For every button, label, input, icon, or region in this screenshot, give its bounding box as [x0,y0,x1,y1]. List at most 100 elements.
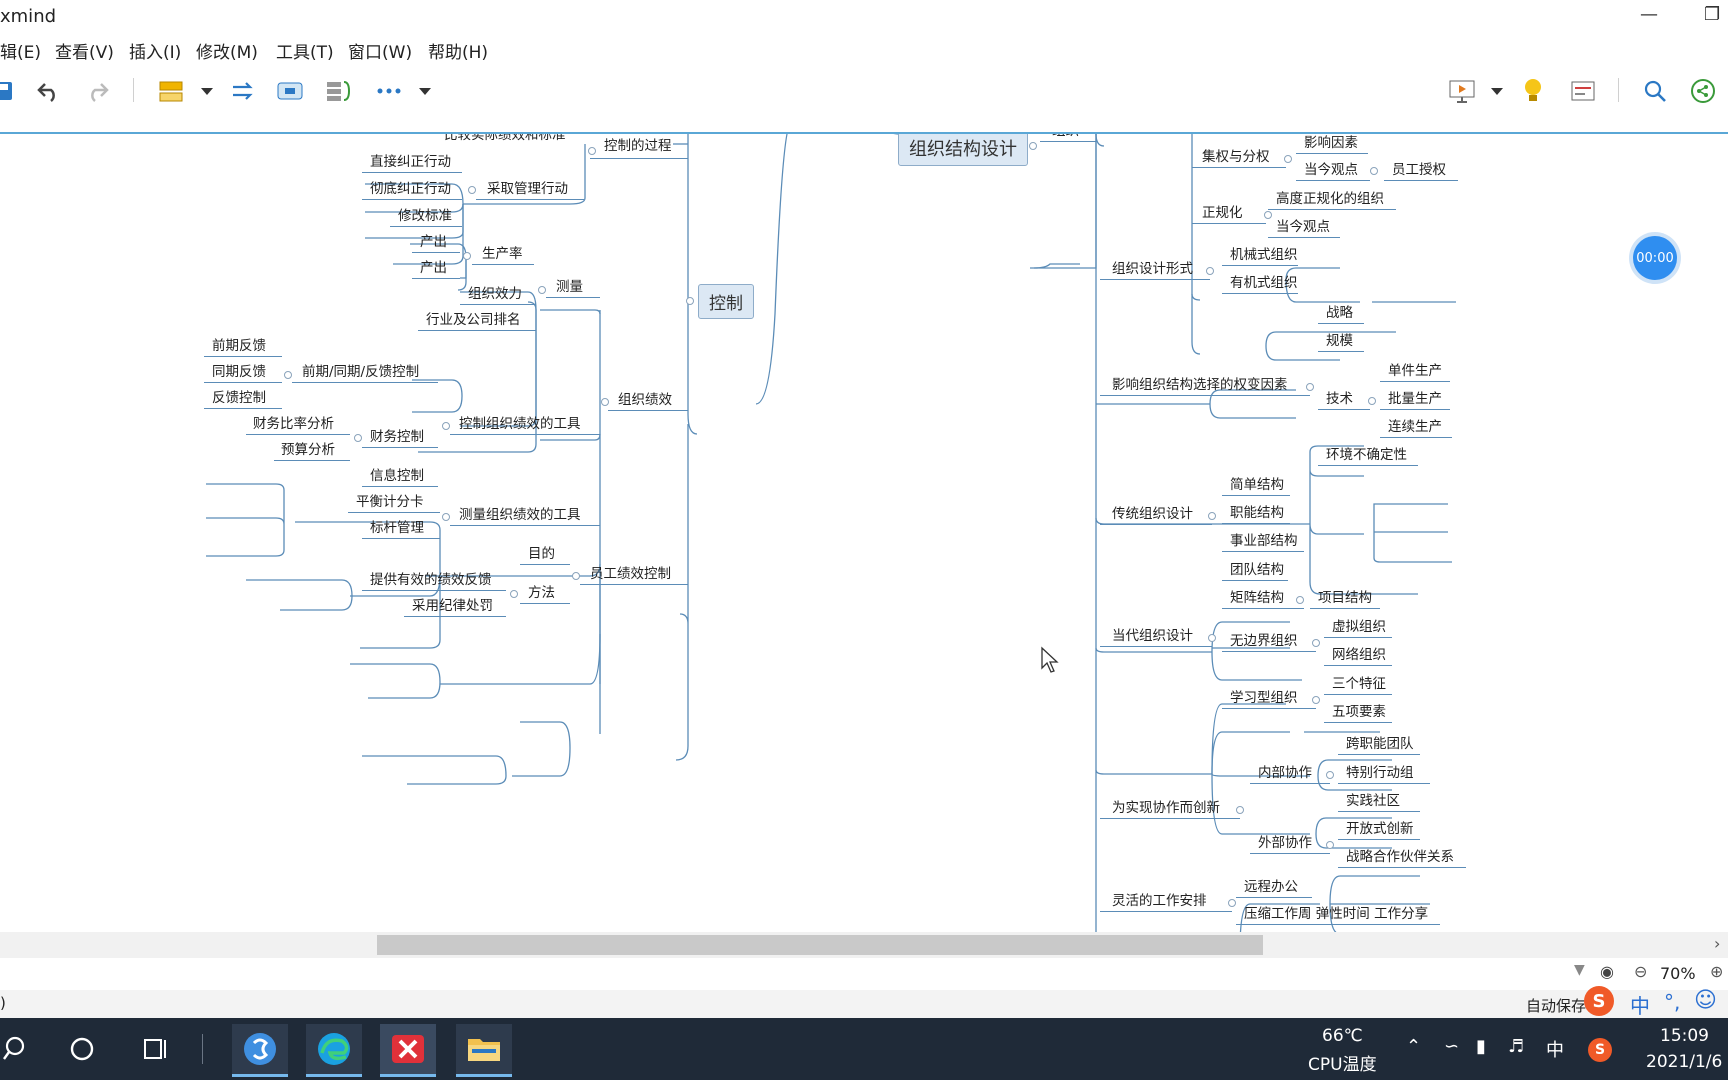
topic-control-process[interactable]: 控制的过程 [604,138,672,154]
topic-three-features[interactable]: 三个特征 [1332,676,1386,692]
topic-output-2[interactable]: 产出 [420,260,447,276]
tray-sogou-icon[interactable]: S [1588,1038,1612,1062]
topic-balanced-scorecard[interactable]: 平衡计分卡 [356,494,424,510]
filter-icon[interactable]: ▼ [1574,962,1585,978]
collapse-dot[interactable] [1306,383,1314,391]
collapse-dot[interactable] [442,422,450,430]
collapse-dot[interactable] [354,434,362,442]
topic-team-structure[interactable]: 团队结构 [1230,562,1284,578]
topic-technology[interactable]: 技术 [1326,391,1353,407]
undo-icon[interactable] [32,74,66,108]
topic-dropdown-icon[interactable] [190,74,224,108]
topic-virtual-org[interactable]: 虚拟组织 [1332,619,1386,635]
topic-centralization[interactable]: 集权与分权 [1202,149,1270,165]
topic-remote-work[interactable]: 远程办公 [1244,879,1298,895]
topic-take-action[interactable]: 采取管理行动 [487,181,568,197]
search-icon[interactable] [1638,74,1672,108]
topic-influence-factors[interactable]: 影响因素 [1304,135,1358,151]
topic-financial-control[interactable]: 财务控制 [370,429,424,445]
mindmap-canvas[interactable]: 比较实际绩效和标准 控制的过程 直接纠正行动 彻底纠正行动 修改标准 采取管理行… [0,134,1728,932]
collapse-dot[interactable] [1206,267,1214,275]
collapse-dot[interactable] [588,147,596,155]
topic-direct-action[interactable]: 直接纠正行动 [370,154,451,170]
topic-compressed-week[interactable]: 压缩工作周 弹性时间 工作分享 [1244,906,1429,922]
collapse-dot[interactable] [1228,899,1236,907]
wifi-icon[interactable]: ∽ [1444,1036,1460,1057]
relationship-icon[interactable] [226,74,260,108]
xmind-app-icon[interactable] [380,1024,436,1077]
topic-feedback-control[interactable]: 反馈控制 [212,390,266,406]
topic-high-formalization[interactable]: 高度正规化的组织 [1276,191,1384,207]
more-dropdown-icon[interactable] [408,74,442,108]
collapse-dot[interactable] [1312,696,1320,704]
topic-scale[interactable]: 规模 [1326,333,1353,349]
minimize-button[interactable]: — [1640,4,1658,25]
topic-tools-measure[interactable]: 测量组织绩效的工具 [459,507,581,523]
horizontal-scrollbar[interactable]: › [0,932,1728,958]
task-view-icon[interactable] [128,1024,184,1074]
collapse-dot[interactable] [510,590,518,598]
restore-button[interactable]: ❐ [1704,4,1721,25]
idea-bulb-icon[interactable] [1516,74,1550,108]
punctuation-icon[interactable]: °, [1664,990,1681,1014]
topic-ranking[interactable]: 行业及公司排名 [426,312,521,328]
emoji-icon[interactable]: ☺ [1694,988,1717,1013]
topic-feed-control[interactable]: 前期/同期/反馈控制 [302,364,420,380]
collapse-dot[interactable] [1370,167,1378,175]
more-icon[interactable] [372,74,406,108]
topic-compare-partial[interactable]: 比较实际绩效和标准 [444,134,566,143]
file-explorer-icon[interactable] [456,1024,512,1077]
tray-chevron-up-icon[interactable]: ⌃ [1406,1036,1422,1057]
share-icon[interactable] [1686,74,1720,108]
topic-network-org[interactable]: 网络组织 [1332,647,1386,663]
topic-tools-control[interactable]: 控制组织绩效的工具 [459,416,581,432]
menu-modify[interactable]: 修改(M) [196,43,258,63]
format-panel-icon[interactable] [1566,74,1600,108]
topic-boundaryless[interactable]: 无边界组织 [1230,633,1298,649]
central-topic[interactable]: 组织结构设计 [898,134,1028,166]
collapse-dot[interactable] [686,297,694,305]
collapse-dot[interactable] [601,398,609,406]
presentation-dropdown-icon[interactable] [1480,74,1514,108]
topic-icon[interactable] [154,74,188,108]
battery-icon[interactable]: ▮ [1476,1036,1486,1057]
collapse-dot[interactable] [284,371,292,379]
taskbar-search-icon[interactable] [0,1024,44,1074]
topic-employee-performance[interactable]: 员工绩效控制 [590,566,671,582]
collapse-dot[interactable] [1368,397,1376,405]
collapse-dot[interactable] [572,572,580,580]
topic-effective-feedback[interactable]: 提供有效的绩效反馈 [370,572,492,588]
topic-today-view-2[interactable]: 当今观点 [1276,219,1330,235]
edge-browser-icon[interactable] [306,1024,362,1077]
topic-simple-structure[interactable]: 简单结构 [1230,477,1284,493]
topic-revise-standard[interactable]: 修改标准 [398,208,452,224]
topic-output-1[interactable]: 产出 [420,234,447,250]
topic-org-performance[interactable]: 组织绩效 [618,392,672,408]
summary-icon[interactable] [322,74,356,108]
collapse-dot[interactable] [1029,142,1037,150]
topic-productivity[interactable]: 生产率 [482,246,523,262]
topic-control[interactable]: 控制 [698,284,754,319]
topic-budget-analysis[interactable]: 预算分析 [281,442,335,458]
menu-window[interactable]: 窗口(W) [348,43,413,63]
collapse-dot[interactable] [1236,806,1244,814]
menu-edit[interactable]: 辑(E) [0,43,42,63]
topic-divisional-structure[interactable]: 事业部结构 [1230,533,1298,549]
topic-strategy[interactable]: 战略 [1326,305,1353,321]
topic-organic[interactable]: 有机式组织 [1230,275,1298,291]
collapse-dot[interactable] [1326,841,1334,849]
topic-functional-structure[interactable]: 职能结构 [1230,505,1284,521]
collapse-dot[interactable] [1296,596,1304,604]
menu-insert[interactable]: 插入(I) [129,43,182,63]
collapse-dot[interactable] [538,286,546,294]
collapse-dot[interactable] [1208,512,1216,520]
topic-matrix-structure[interactable]: 矩阵结构 [1230,590,1284,606]
topic-benchmarking[interactable]: 标杆管理 [370,520,424,536]
collapse-dot[interactable] [468,186,476,194]
scrollbar-thumb[interactable] [377,935,1263,955]
topic-unit-production[interactable]: 单件生产 [1388,363,1442,379]
topic-discipline[interactable]: 采用纪律处罚 [412,598,493,614]
topic-external-collab[interactable]: 外部协作 [1258,835,1312,851]
topic-community-practice[interactable]: 实践社区 [1346,793,1400,809]
scroll-right-icon[interactable]: › [1714,934,1721,953]
